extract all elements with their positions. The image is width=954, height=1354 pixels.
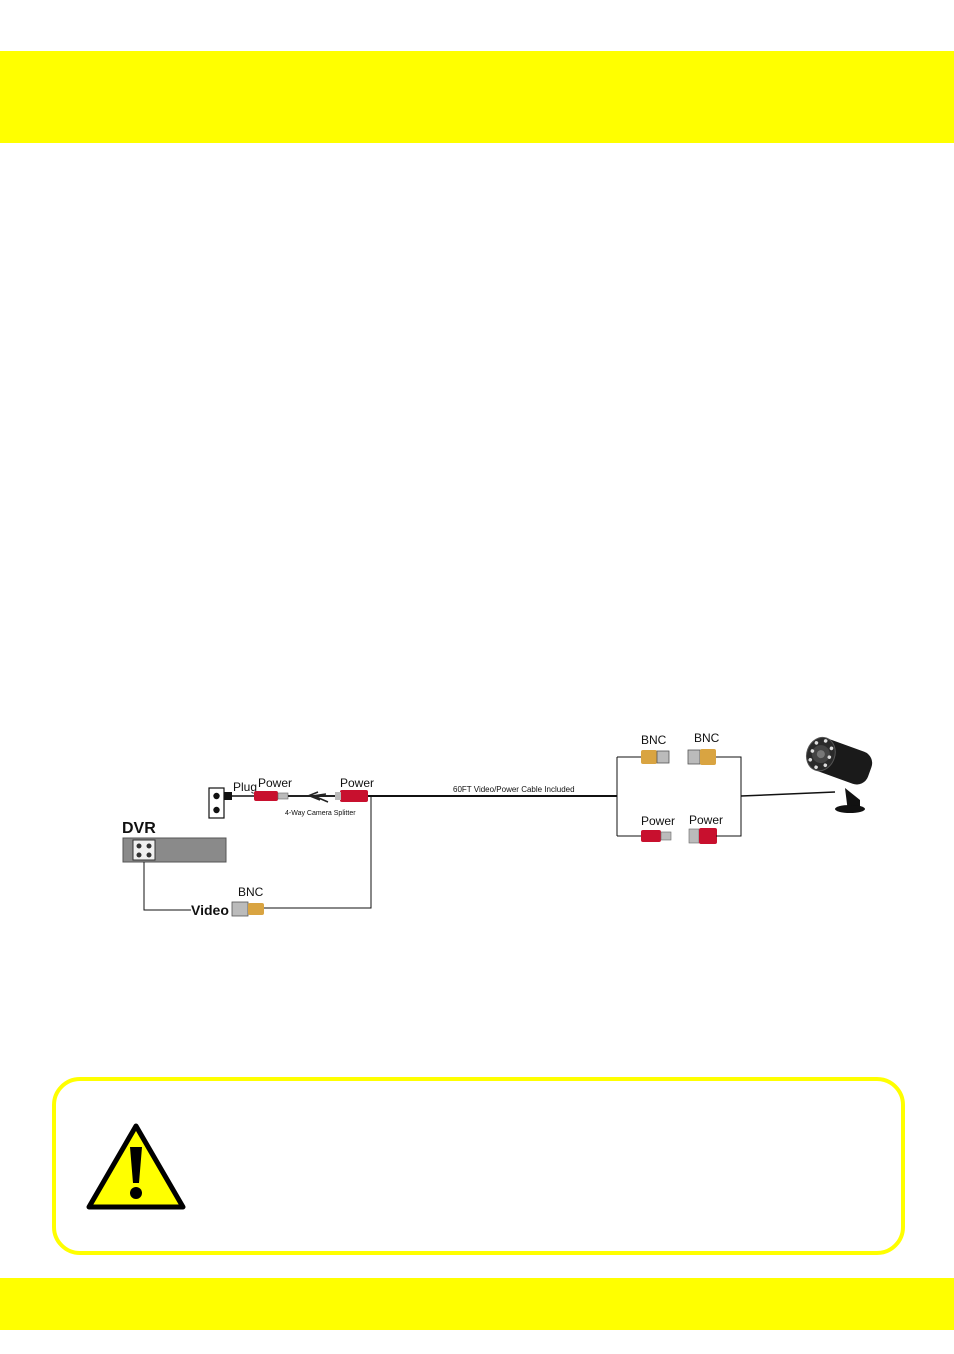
plug-label: Plug [233, 780, 257, 794]
power-left-1-label: Power [258, 776, 292, 790]
splitter-cable [288, 791, 340, 803]
top-yellow-band [0, 51, 954, 143]
bnc-connector-dvr [231, 901, 264, 917]
warning-box [52, 1077, 905, 1255]
camera-connection-diagram: DVR Plug Power 4-Way Camera Splitter Pow… [122, 731, 873, 918]
video-return-line [264, 796, 372, 909]
power-connector-right-2 [688, 828, 717, 844]
cable-label: 60FT Video/Power Cable Included [453, 785, 575, 794]
bnc-connector-right-1 [641, 750, 670, 764]
dvr-label: DVR [122, 820, 156, 837]
camera-icon [805, 736, 873, 813]
power-connector-right-1 [641, 830, 672, 842]
bnc-dvr-label: BNC [238, 885, 264, 899]
video-label: Video [191, 902, 229, 918]
bnc-right-2-label: BNC [694, 731, 720, 745]
caution-triangle-icon [86, 1123, 186, 1210]
power-connector-left-2 [335, 790, 368, 802]
bnc-right-1-label: BNC [641, 733, 667, 747]
plug-connector [224, 792, 254, 800]
splitter-label: 4-Way Camera Splitter [285, 810, 356, 817]
power-right-1-label: Power [641, 814, 675, 828]
dvr-video-line [143, 862, 191, 911]
power-right-2-label: Power [689, 813, 723, 827]
bnc-connector-right-2 [687, 749, 716, 765]
right-split-right-line [716, 756, 742, 837]
dvr-unit [122, 837, 227, 863]
power-left-2-label: Power [340, 776, 374, 790]
bottom-yellow-band [0, 1278, 954, 1330]
camera-cable [740, 791, 836, 797]
wall-outlet [208, 787, 225, 819]
power-connector-left-1 [254, 791, 289, 801]
